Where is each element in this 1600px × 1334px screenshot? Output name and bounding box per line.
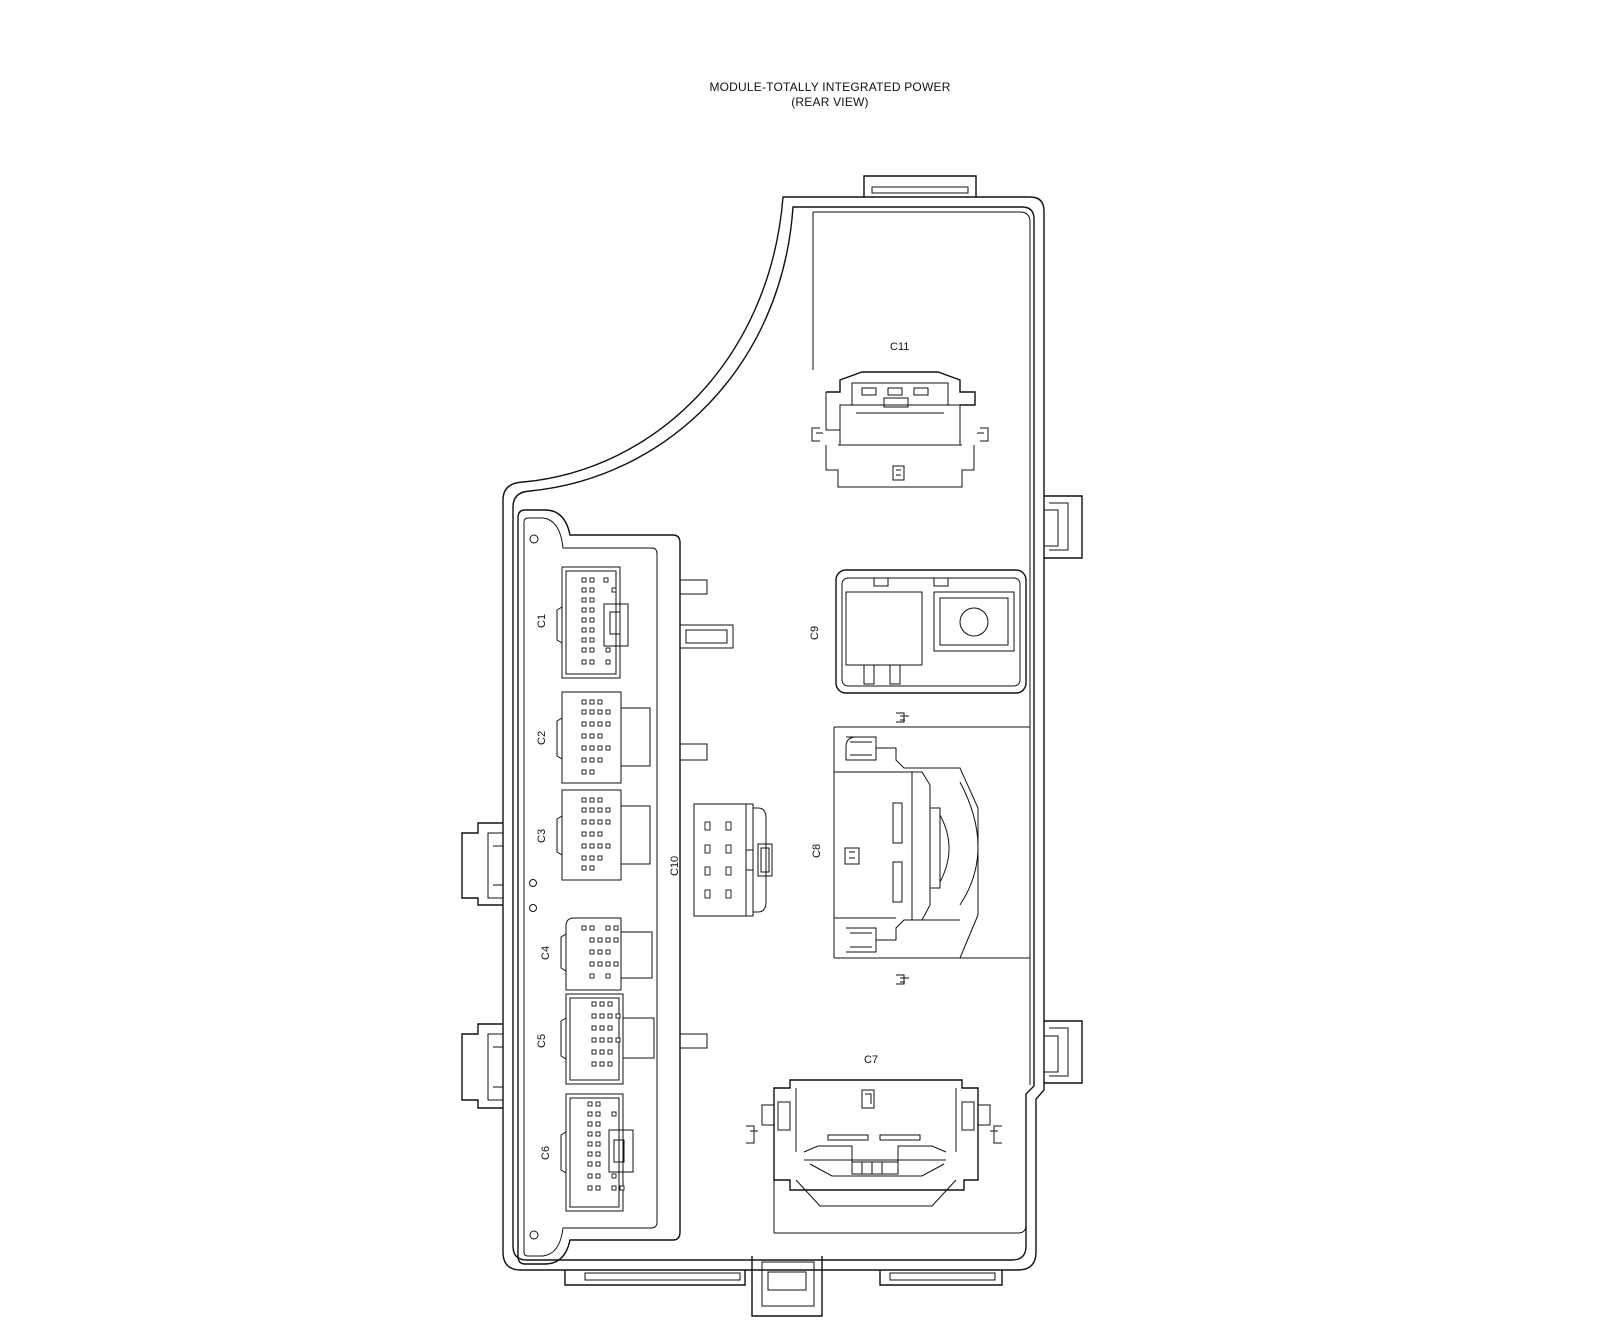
title-line-1: MODULE-TOTALLY INTEGRATED POWER xyxy=(709,80,951,94)
connector-c7: C7 xyxy=(746,1054,1002,1207)
connector-c3: C3 xyxy=(536,789,651,881)
latch-right-lower xyxy=(1044,1020,1083,1084)
connector-c10-pins xyxy=(704,821,732,899)
connector-c11: C11 xyxy=(811,341,989,488)
connector-c6-pins xyxy=(587,1101,625,1191)
connector-c5-pins xyxy=(591,1001,621,1067)
connector-c5: C5 xyxy=(536,993,655,1085)
connector-c9: C9 xyxy=(809,569,1027,694)
connector-c7-label: C7 xyxy=(864,1054,878,1066)
connector-c8-label: C8 xyxy=(811,844,823,858)
title-line-2: (REAR VIEW) xyxy=(791,95,869,109)
connector-c10-label: C10 xyxy=(669,856,681,876)
connector-c1-pins xyxy=(581,577,617,665)
connector-c9-label: C9 xyxy=(809,626,821,640)
connector-c1-label: C1 xyxy=(536,614,548,628)
connector-c10: C10 xyxy=(669,803,773,917)
bottom-tabs xyxy=(564,1256,1003,1317)
connector-c3-label: C3 xyxy=(536,829,548,843)
connector-c2-pins xyxy=(581,699,611,775)
left-block-edge-tabs xyxy=(680,579,734,1049)
connector-c8: C8 xyxy=(811,712,1030,985)
connector-c4-pins xyxy=(581,925,619,979)
connector-c5-label: C5 xyxy=(536,1034,548,1048)
left-connector-block xyxy=(517,509,681,1265)
latch-left-upper xyxy=(461,822,504,906)
connector-c1: C1 xyxy=(536,566,629,679)
connector-c4: C4 xyxy=(540,917,653,991)
connector-c6-label: C6 xyxy=(540,1146,552,1160)
module-housing xyxy=(502,175,1045,1271)
latch-left-lower xyxy=(461,1023,504,1109)
connector-c4-label: C4 xyxy=(540,946,552,960)
connector-c2-label: C2 xyxy=(536,731,548,745)
connector-c3-pins xyxy=(581,797,611,871)
connector-c2: C2 xyxy=(536,691,651,784)
diagram-title: MODULE-TOTALLY INTEGRATED POWER (REAR VI… xyxy=(690,80,970,110)
connector-c6: C6 xyxy=(540,1093,634,1212)
connector-c11-label: C11 xyxy=(890,341,909,353)
latch-right-upper xyxy=(1044,495,1083,559)
